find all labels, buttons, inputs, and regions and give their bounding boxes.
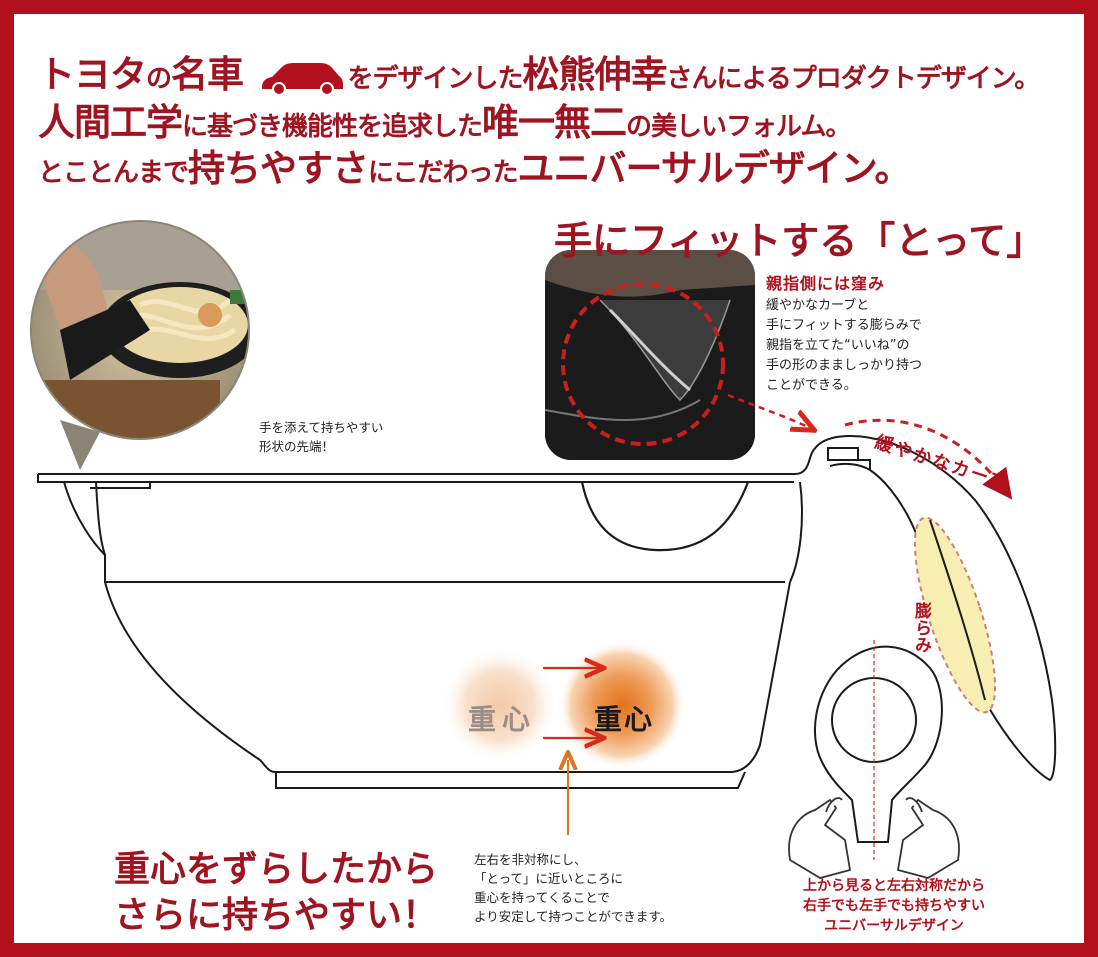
bulge-label: 膨らみ <box>911 602 931 653</box>
universal-design-caption: 上から見ると左右対称だから 右手でも左手でも持ちやすい ユニバーサルデザイン <box>744 876 1044 936</box>
headline-particle: の <box>146 64 172 94</box>
universal-line-3: ユニバーサルデザイン <box>824 918 964 934</box>
cog-explanation: 左右を非対称にし、 「とって」に近いところに 重心を持ってくることで より安定し… <box>474 852 673 924</box>
headline-universal-design: ユニバーサルデザイン。 <box>517 146 912 190</box>
headline-toyota: トヨタ <box>38 52 147 96</box>
headline-thoroughly: とことんまで <box>38 158 189 188</box>
headline-ergonomics: 人間工学 <box>38 100 183 144</box>
handle-closeup-photo <box>545 250 810 460</box>
headline-unique: 唯一無二 <box>482 100 627 144</box>
thumb-description: 緩やかなカーブと 手にフィットする膨らみで 親指を立てた“いいね”の 手の形のま… <box>766 298 923 393</box>
headline-form: の美しいフォルム。 <box>626 112 851 142</box>
cog-new-label: 重心 <box>594 703 655 736</box>
center-of-gravity-graphic <box>442 641 686 835</box>
handle-section-title: 手にフィットする「とって」 <box>554 218 1045 263</box>
headline-function: 基づき機能性を追求した <box>207 112 483 142</box>
bottom-title-line-2: さらに持ちやすい！ <box>114 894 439 936</box>
bottom-title-line-1: 重心をずらしたから <box>114 848 439 890</box>
headline-product-design: さんによるプロダクトデザイン。 <box>666 64 1041 94</box>
headline-designed-by: をデザインした <box>347 64 524 94</box>
photo-caption: 手を添えて持ちやすい 形状の先端！ <box>259 420 384 454</box>
pot-drawing <box>37 434 1057 843</box>
headline-line-3: とことんまで持ちやすさにこだわったユニバーサルデザイン。 <box>38 138 912 192</box>
headline-particle: に <box>182 112 208 142</box>
headline-easy-grip: 持ちやすさ <box>188 146 369 190</box>
universal-line-1: 上から見ると左右対称だから <box>803 878 985 894</box>
thumb-heading: 親指側には窪み <box>766 274 886 293</box>
headline-particular: にこだわった <box>368 158 518 188</box>
universal-line-2: 右手でも左手でも持ちやすい <box>803 898 985 914</box>
headline-line-2: 人間工学に基づき機能性を追求した唯一無二の美しいフォルム。 <box>38 92 852 146</box>
headline-line-1: トヨタの名車 をデザインした松熊伸幸さんによるプロダクトデザイン。 <box>38 44 1041 98</box>
cog-old-label: 重心 <box>468 703 537 736</box>
car-silhouette-icon <box>258 61 344 95</box>
headline-famous-car: 名車 <box>171 52 244 96</box>
hands-icon <box>788 797 960 879</box>
bulge-highlight <box>913 516 997 714</box>
curve-arrow <box>844 418 1013 500</box>
headline-designer-name: 松熊伸幸 <box>522 52 668 96</box>
illustration <box>30 220 1057 879</box>
photo-bubble <box>30 220 250 470</box>
